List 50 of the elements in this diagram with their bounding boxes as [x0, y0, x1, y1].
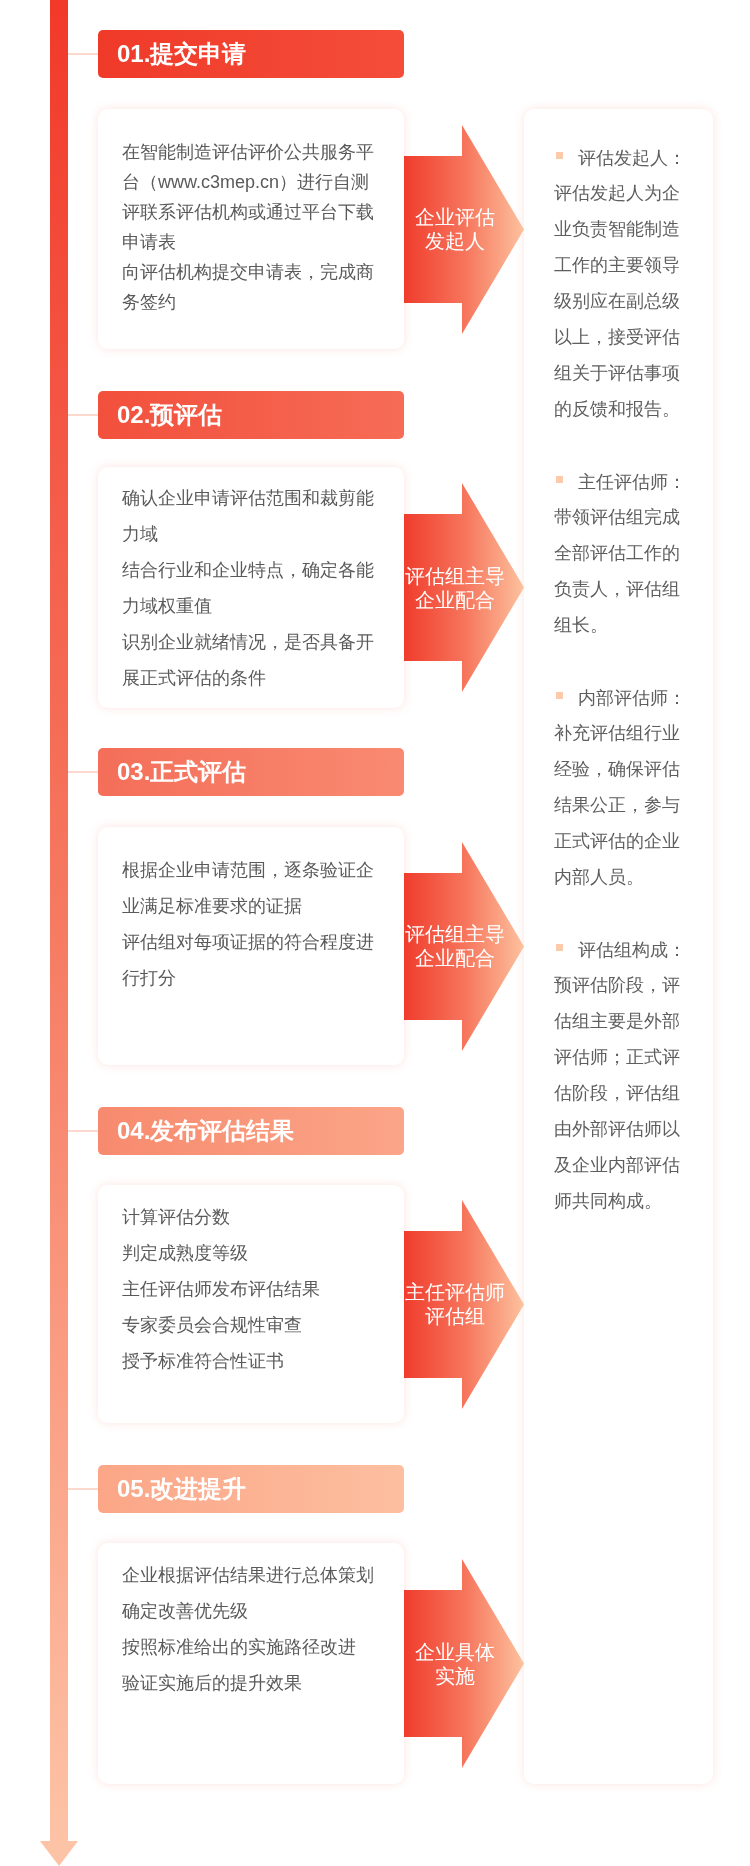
step-text: 在智能制造评估评价公共服务平台（www.c3mep.cn）进行自测评联系评估机构或通过平台下载申请表 — [122, 141, 375, 254]
step-card — [98, 827, 404, 1065]
step-text: 主任评估师发布评估结果 — [122, 1278, 321, 1301]
step-text: 企业根据评估结果进行总体策划 — [122, 1564, 375, 1587]
step-header — [98, 1107, 404, 1155]
role-description: 预评估阶段，评估组主要是外部评估师；正式评估阶段，评估组由外部评估师以及企业内部评估师共同构成。 — [554, 974, 681, 1213]
role-heading: 评估组构成： — [578, 939, 686, 960]
edge-label: 企业具体实施 — [414, 1639, 496, 1688]
role-description: 带领评估组完成全部评估工作的负责人，评估组组长。 — [554, 506, 681, 637]
edge-label: 评估组主导企业配合 — [404, 922, 506, 970]
step-text: 专家委员会合规性审查 — [122, 1314, 303, 1337]
step-text: 向评估机构提交申请表，完成商务签约 — [122, 261, 375, 314]
edge-label: 企业评估发起人 — [414, 205, 496, 253]
step-card — [98, 1543, 404, 1784]
block-arrow — [404, 1559, 524, 1768]
step-text: 结合行业和企业特点，确定各能力域权重值 — [122, 559, 375, 618]
step-title: 05.改进提升 — [117, 1474, 247, 1504]
step-card — [98, 1185, 404, 1423]
step-text: 确认企业申请评估范围和裁剪能力域 — [122, 487, 375, 546]
step-card — [98, 467, 404, 708]
role-heading: 评估发起人： — [578, 147, 686, 168]
step-text: 判定成熟度等级 — [122, 1242, 249, 1265]
edge-label: 评估组主导企业配合 — [404, 563, 506, 612]
block-arrow — [404, 483, 524, 692]
step-header — [98, 1465, 404, 1513]
role-heading: 内部评估师： — [578, 687, 686, 708]
step-title: 01.提交申请 — [117, 39, 247, 69]
step-header — [98, 748, 404, 796]
step-text: 识别企业就绪情况，是否具备开展正式评估的条件 — [122, 631, 375, 690]
block-arrow — [404, 841, 524, 1051]
role-description: 评估发起人为企业负责智能制造工作的主要领导级别应在副总级以上，接受评估组关于评估事项的反馈和报告。 — [554, 182, 681, 421]
block-arrow — [404, 124, 524, 334]
step-text: 验证实施后的提升效果 — [122, 1672, 303, 1695]
role-heading: 主任评估师： — [578, 471, 686, 492]
roles-panel — [524, 109, 713, 1784]
step-text: 根据企业申请范围，逐条验证企业满足标准要求的证据 — [122, 859, 375, 918]
step-text: 按照标准给出的实施路径改进 — [122, 1636, 357, 1659]
step-text: 授予标准符合性证书 — [122, 1350, 285, 1373]
step-title: 02.预评估 — [117, 400, 223, 430]
edge-label: 主任评估师评估组 — [404, 1280, 506, 1328]
step-title: 04.发布评估结果 — [117, 1116, 295, 1146]
step-text: 评估组对每项证据的符合程度进行打分 — [122, 931, 375, 990]
step-text: 计算评估分数 — [122, 1206, 231, 1229]
block-arrow — [404, 1199, 524, 1409]
step-card — [98, 109, 404, 349]
step-title: 03.正式评估 — [117, 757, 247, 787]
role-description: 补充评估组行业经验，确保评估结果公正，参与正式评估的企业内部人员。 — [554, 722, 681, 889]
step-header — [98, 391, 404, 439]
step-header — [98, 30, 404, 78]
step-text: 确定改善优先级 — [122, 1600, 249, 1623]
